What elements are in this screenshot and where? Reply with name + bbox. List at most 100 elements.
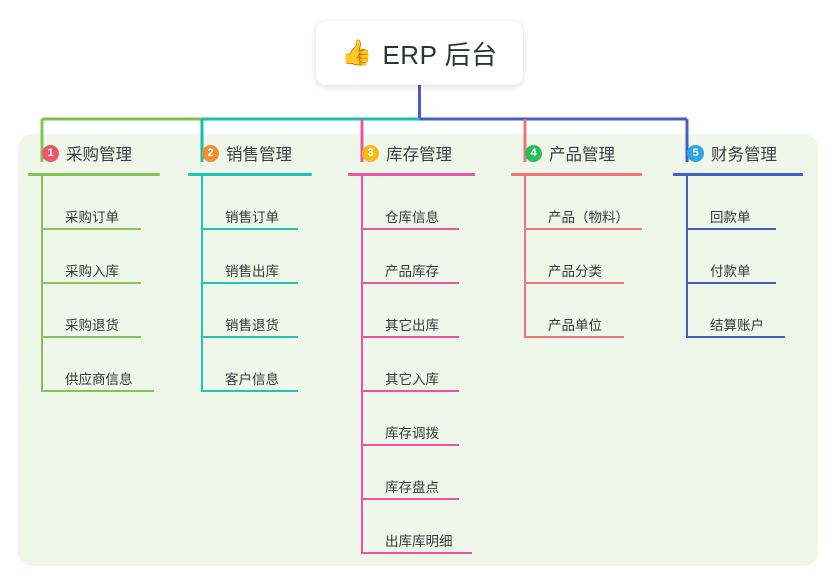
branch-item-label: 回款单 [710, 210, 751, 225]
branch-item-rule [201, 228, 298, 230]
branch-item[interactable]: 回款单 [686, 176, 833, 230]
branch-item-rule [41, 282, 141, 284]
branch-header-5[interactable]: 5 财务管理 [673, 140, 833, 166]
branch-item-rule [201, 390, 298, 392]
branch-item[interactable]: 产品（物料） [524, 176, 671, 230]
branch-item[interactable]: 库存盘点 [361, 446, 508, 500]
branch-item-rule [686, 228, 776, 230]
branch-item-label: 产品分类 [548, 264, 602, 279]
branch-item[interactable]: 销售出库 [201, 230, 348, 284]
branch-items: 销售订单销售出库销售退货客户信息 [201, 176, 348, 392]
branch-item-label: 库存盘点 [385, 480, 439, 495]
branch-index-badge: 3 [362, 144, 379, 162]
branch-item[interactable]: 产品单位 [524, 284, 671, 338]
diagram-panel [18, 134, 818, 566]
branch-title: 财务管理 [711, 146, 777, 164]
branch-header-rule [511, 173, 642, 176]
branch-title: 产品管理 [549, 146, 615, 164]
branch-item[interactable]: 客户信息 [201, 338, 348, 392]
branch-item-label: 付款单 [710, 264, 751, 279]
branch-item-label: 仓库信息 [385, 210, 439, 225]
branch-item-rule [361, 282, 459, 284]
branch-item-label: 销售退货 [225, 318, 279, 333]
branch-spine [201, 176, 203, 392]
branch-item-label: 产品（物料） [548, 210, 629, 225]
branch-item-rule [524, 228, 642, 230]
branch-title: 采购管理 [66, 146, 132, 164]
branch-item[interactable]: 产品分类 [524, 230, 671, 284]
branch-item-rule [41, 228, 141, 230]
branch-item-label: 销售订单 [225, 210, 279, 225]
branch-item-label: 库存调拨 [385, 426, 439, 441]
branch-item-rule [361, 390, 459, 392]
branch-spine [686, 176, 688, 338]
branch-items: 仓库信息产品库存其它出库其它入库库存调拨库存盘点出库库明细 [361, 176, 508, 554]
branch-spine [361, 176, 363, 554]
branch-item[interactable]: 库存调拨 [361, 392, 508, 446]
branch-items: 回款单付款单结算账户 [686, 176, 833, 338]
branch-item-rule [361, 552, 472, 554]
branch-column-1: 1 采购管理采购订单采购入库采购退货供应商信息 [28, 140, 188, 392]
branch-header-2[interactable]: 2 销售管理 [188, 140, 348, 166]
branch-item[interactable]: 结算账户 [686, 284, 833, 338]
branch-item-label: 客户信息 [225, 372, 279, 387]
branch-item[interactable]: 出库库明细 [361, 500, 508, 554]
branch-header-rule [348, 173, 475, 176]
branch-item-label: 销售出库 [225, 264, 279, 279]
branch-item-rule [201, 336, 298, 338]
branch-item[interactable]: 仓库信息 [361, 176, 508, 230]
branch-index-badge: 2 [202, 144, 219, 162]
branch-item-label: 出库库明细 [385, 534, 453, 549]
branch-item-label: 采购入库 [65, 264, 119, 279]
branch-item[interactable]: 产品库存 [361, 230, 508, 284]
branch-item-rule [41, 390, 154, 392]
branch-item-label: 结算账户 [710, 318, 764, 333]
branch-item-label: 产品单位 [548, 318, 602, 333]
branch-item[interactable]: 其它入库 [361, 338, 508, 392]
branch-item-label: 供应商信息 [65, 372, 133, 387]
branch-header-rule [673, 173, 803, 176]
branch-item-rule [361, 228, 459, 230]
branch-item-rule [361, 498, 459, 500]
branch-item[interactable]: 销售订单 [201, 176, 348, 230]
branch-spine [524, 176, 526, 338]
branch-item-label: 采购订单 [65, 210, 119, 225]
branch-items: 采购订单采购入库采购退货供应商信息 [41, 176, 188, 392]
branch-spine [41, 176, 43, 392]
branch-column-2: 2 销售管理销售订单销售出库销售退货客户信息 [188, 140, 348, 392]
branch-item-rule [686, 336, 785, 338]
branch-header-1[interactable]: 1 采购管理 [28, 140, 188, 166]
branch-item[interactable]: 其它出库 [361, 284, 508, 338]
branch-item-label: 其它出库 [385, 318, 439, 333]
branch-index-badge: 5 [687, 144, 704, 162]
branch-item-rule [686, 282, 776, 284]
branch-item[interactable]: 供应商信息 [41, 338, 188, 392]
branch-item-rule [524, 282, 624, 284]
branch-item[interactable]: 采购退货 [41, 284, 188, 338]
branch-column-5: 5 财务管理回款单付款单结算账户 [673, 140, 833, 338]
branch-column-3: 3 库存管理仓库信息产品库存其它出库其它入库库存调拨库存盘点出库库明细 [348, 140, 508, 554]
branch-item[interactable]: 采购入库 [41, 230, 188, 284]
branch-item-rule [201, 282, 298, 284]
root-node[interactable]: 👍 ERP 后台 [316, 21, 523, 85]
branch-item-rule [41, 336, 141, 338]
thumbs-up-icon: 👍 [341, 38, 373, 67]
branch-header-rule [188, 173, 312, 176]
branch-item-label: 产品库存 [385, 264, 439, 279]
root-title: ERP 后台 [382, 39, 498, 70]
branch-title: 库存管理 [386, 146, 452, 164]
branch-item[interactable]: 采购订单 [41, 176, 188, 230]
branch-item[interactable]: 销售退货 [201, 284, 348, 338]
branch-title: 销售管理 [226, 146, 292, 164]
branch-item-rule [524, 336, 624, 338]
branch-header-3[interactable]: 3 库存管理 [348, 140, 508, 166]
branch-item[interactable]: 付款单 [686, 230, 833, 284]
branch-item-label: 其它入库 [385, 372, 439, 387]
branch-items: 产品（物料） 产品分类产品单位 [524, 176, 671, 338]
branch-item-rule [361, 336, 459, 338]
branch-item-rule [361, 444, 459, 446]
branch-index-badge: 1 [42, 144, 59, 162]
